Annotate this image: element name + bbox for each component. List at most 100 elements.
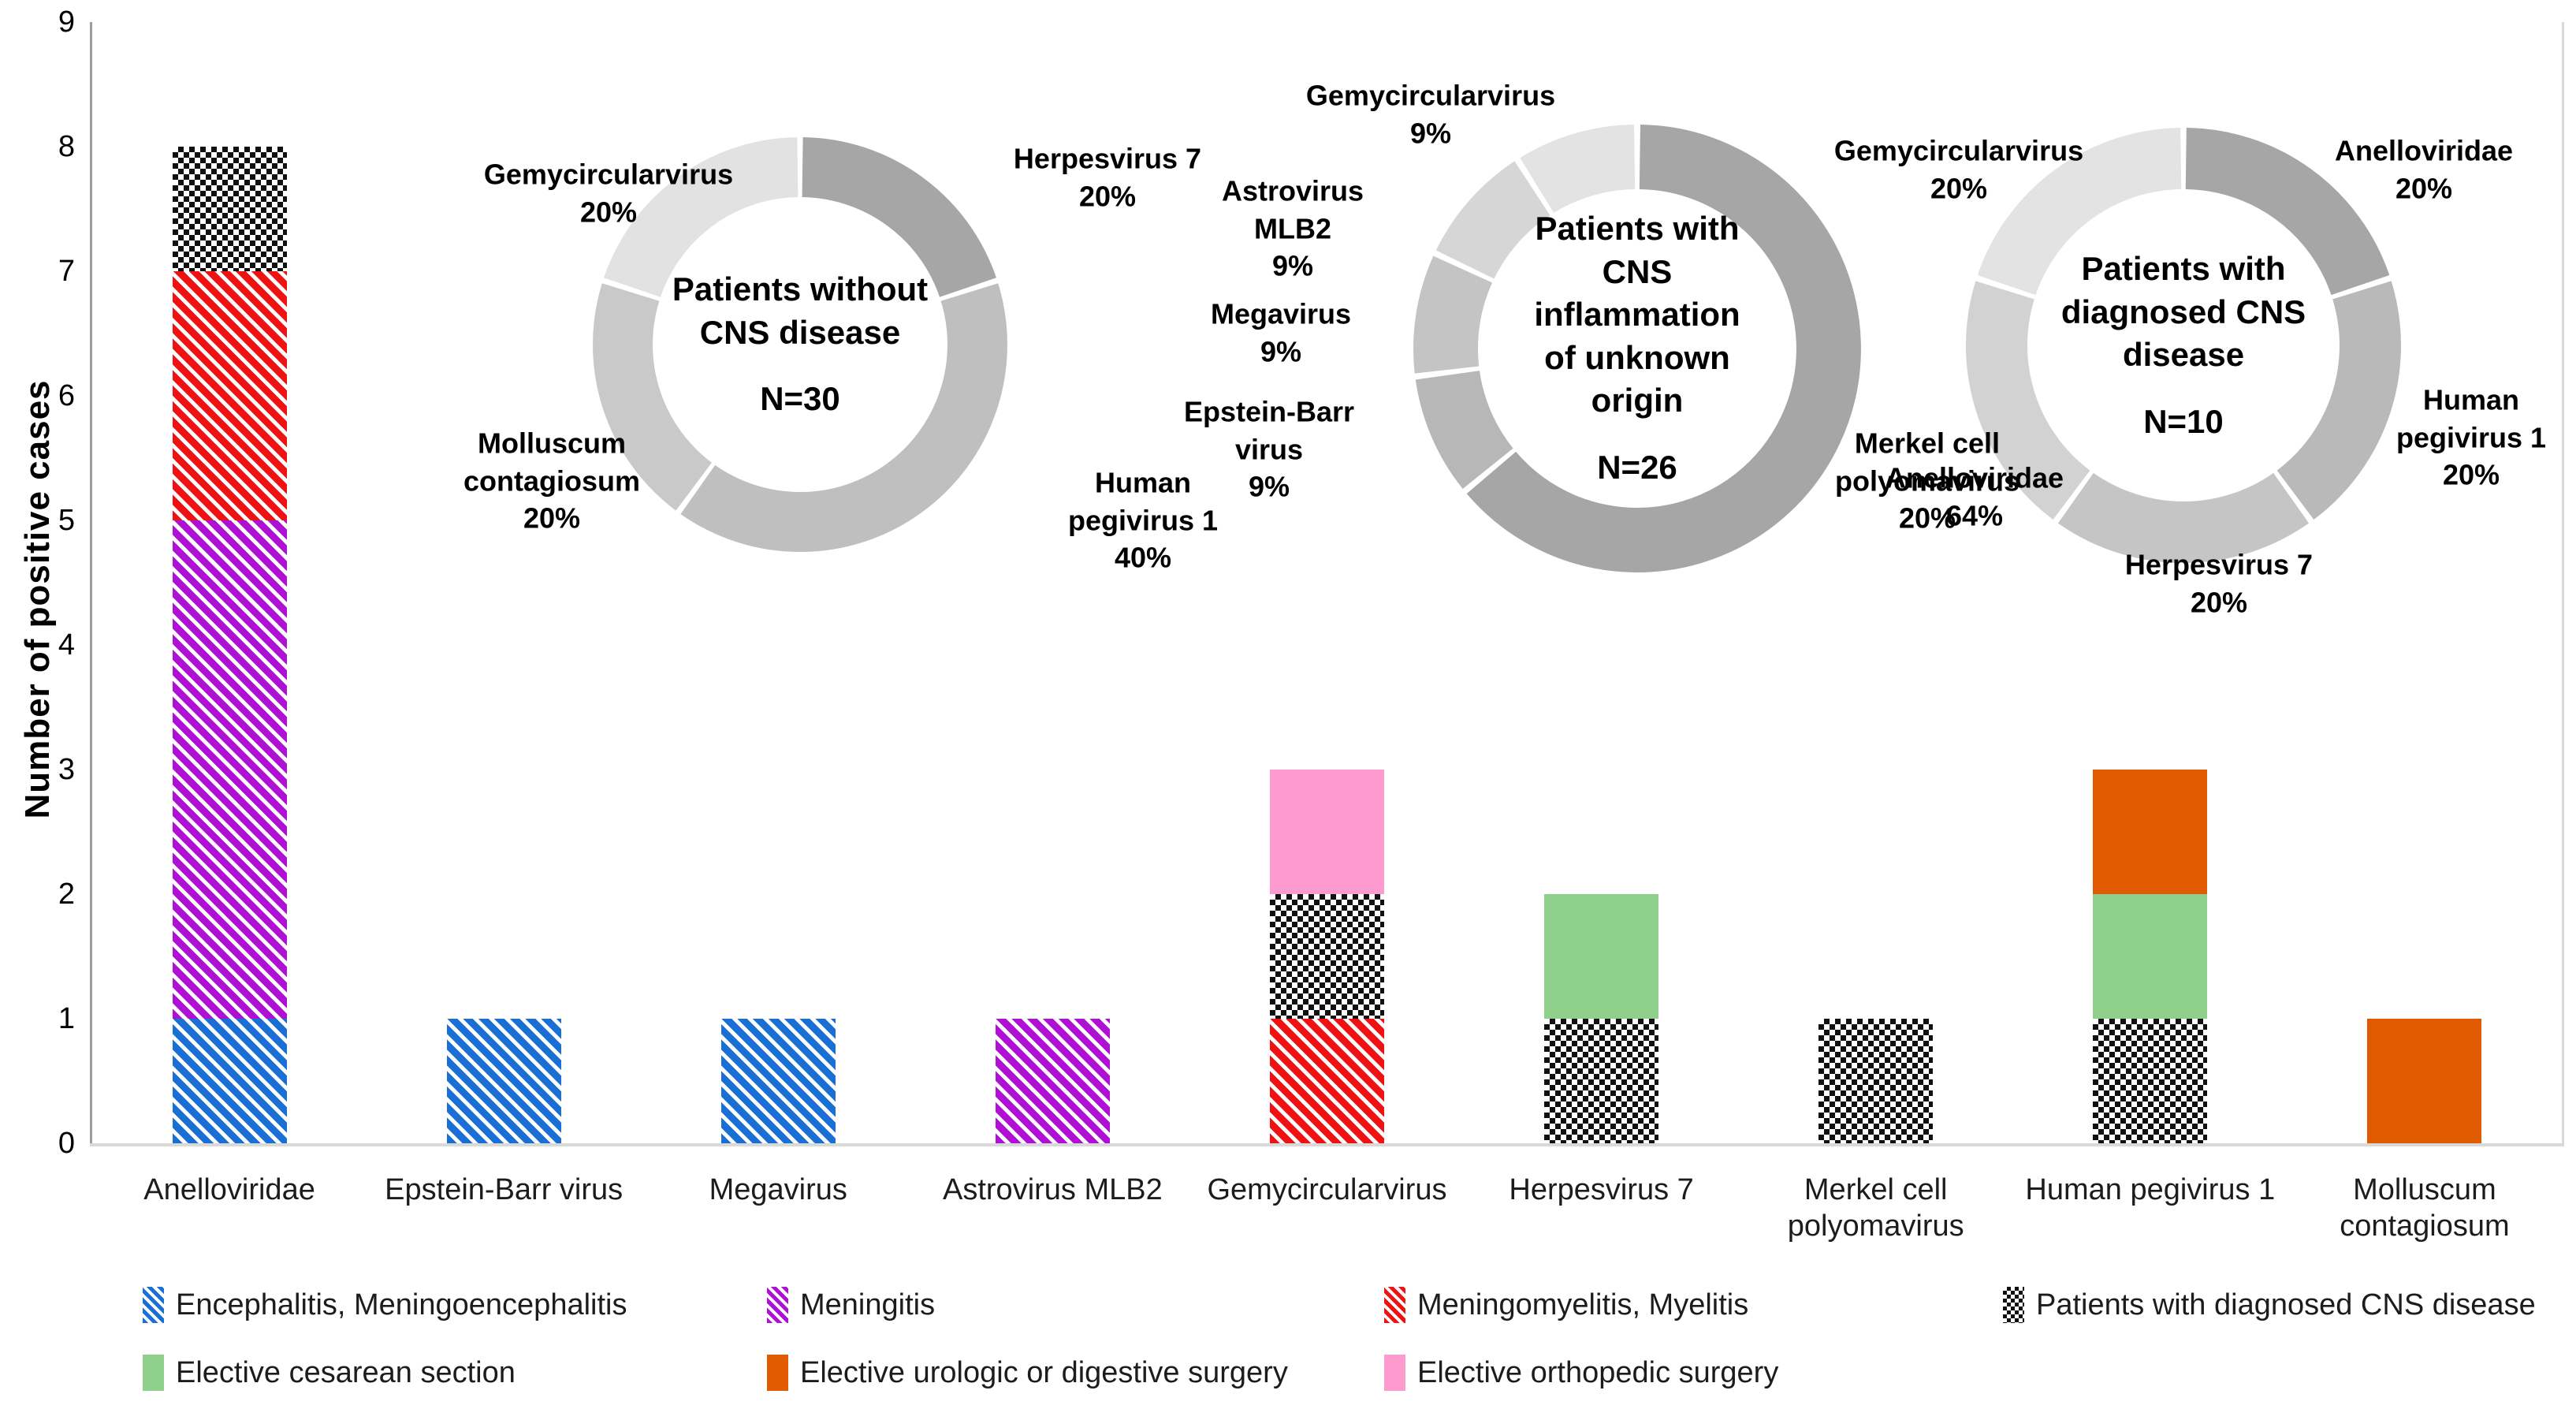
bar-6 (1544, 894, 1659, 1143)
y-tick-label: 1 (58, 1002, 75, 1035)
legend-item: Meningitis (767, 1287, 935, 1323)
legend-item: Elective urologic or digestive surgery (767, 1355, 1288, 1391)
y-tick-label: 8 (58, 130, 75, 163)
donut-slice-label: Anelloviridae 20% (2335, 132, 2513, 207)
legend-item: Encephalitis, Meningoencephalitis (143, 1287, 627, 1323)
donut-slice-label-line: Anelloviridae (1885, 461, 2064, 494)
donut-slice (680, 283, 1007, 552)
bar-2 (446, 1019, 561, 1143)
legend-label: Meningomyelitis, Myelitis (1417, 1288, 1749, 1321)
bar-8 (2093, 770, 2208, 1143)
donut-slice (604, 137, 799, 298)
bar-segment (1544, 894, 1659, 1019)
donut-slice-label-line: 20% (2190, 586, 2248, 618)
legend-swatch-hatch-purple (767, 1287, 788, 1323)
donut-slice-label-line: Herpesvirus 7 (2124, 548, 2314, 581)
donut-slice-label-line: polyomavirus (1834, 464, 2020, 498)
donut-slice-label-line: Herpesvirus 7 (1013, 142, 1202, 175)
donut-slice (1466, 125, 1861, 572)
x-category-label: Megavirus (709, 1173, 847, 1206)
bar-segment (2093, 770, 2208, 894)
donut-center-n: N=30 (760, 380, 840, 418)
donut-slice-label: Epstein-Barr virus 9% (1184, 393, 1354, 506)
bar-5 (1270, 770, 1384, 1143)
legend-label: Patients with diagnosed CNS disease (2036, 1288, 2536, 1321)
legend-label: Meningitis (800, 1288, 936, 1321)
donut-slice-label-line: Anelloviridae (2334, 134, 2514, 167)
y-tick-label: 0 (58, 1127, 75, 1160)
y-tick-label: 5 (58, 504, 75, 537)
donut-slice-label-line: 20% (523, 501, 581, 535)
x-category-label: Herpesvirus 7 (1509, 1173, 1694, 1206)
y-tick-label: 6 (58, 379, 75, 412)
donut-slice-label-line: 20% (579, 196, 638, 228)
legend-swatch-solid-pink (1384, 1355, 1405, 1391)
y-tick-label: 9 (58, 6, 75, 39)
y-tick-label: 7 (58, 255, 75, 288)
plot-right-border (2562, 22, 2564, 1146)
legend-swatch-checker (2003, 1287, 2024, 1323)
legend-swatch-hatch-red (1384, 1287, 1405, 1323)
donut-slice-label: Herpesvirus 7 20% (2125, 546, 2313, 621)
legend-label: Elective orthopedic surgery (1417, 1355, 1779, 1389)
x-category-label: Molluscum contagiosum (2340, 1173, 2510, 1243)
donut-slice-label: Gemycircularvirus 9% (1306, 76, 1555, 151)
donut-slice-label: Gemycircularvirus 20% (1834, 132, 2083, 207)
donut-slice-label-line: 64% (1945, 499, 2004, 531)
donut-slice (1435, 161, 1551, 280)
x-category-label: Merkel cell polyomavirus (1787, 1173, 1964, 1243)
donut-slice-label-line: Gemycircularvirus (1305, 79, 1556, 112)
donut-slice (1977, 128, 2183, 296)
x-category-label: Human pegivirus 1 (2025, 1173, 2276, 1206)
donut-center-title-line: of unknown (1544, 339, 1730, 376)
bar-segment (720, 1019, 836, 1143)
donut-slice-label-line: pegivirus 1 (1067, 504, 1219, 537)
legend-item: Meningomyelitis, Myelitis (1384, 1287, 1748, 1323)
bar-1 (172, 147, 287, 1143)
donut-slice-label-line: pegivirus 1 (2395, 421, 2547, 454)
donut-slice-label-line: Gemycircularvirus (1833, 134, 2084, 167)
donut-slice-label-line: 40% (1114, 541, 1172, 574)
donut-center-title-line: CNS disease (699, 313, 901, 351)
donut-slice-label-line: Epstein-Barr (1183, 395, 1355, 428)
bar-segment (2093, 1019, 2208, 1143)
bar-segment (1270, 770, 1384, 894)
donut-center-title-line: Patients without (672, 270, 929, 308)
donut-slice-label-line: Merkel cell (1854, 427, 2001, 460)
donut-slice (1415, 370, 1514, 489)
bar-segment (172, 147, 287, 271)
donut-center-n: N=26 (1597, 449, 1677, 486)
donut-slice-label-line: 20% (1898, 501, 1956, 535)
x-category-label: Anelloviridae (143, 1173, 315, 1206)
legend-item: Elective orthopedic surgery (1384, 1355, 1778, 1391)
donut-center-n: N=10 (2143, 402, 2224, 440)
legend-label: Elective cesarean section (176, 1355, 516, 1389)
x-category-label: Astrovirus MLB2 (943, 1173, 1163, 1206)
bar-segment (2367, 1019, 2482, 1143)
donut-slice-label-line: 20% (2395, 172, 2453, 204)
donut-center-title-line: Patients with (2081, 249, 2286, 287)
donut-slice-label-line: virus (1234, 433, 1304, 466)
bar-segment (172, 520, 287, 1019)
donut-slice-label-line: Human (1094, 466, 1192, 499)
donut-slice-label-line: 20% (1930, 172, 1988, 204)
donut-slice (801, 137, 996, 298)
bar-segment (1818, 1019, 1934, 1143)
legend-item: Elective cesarean section (143, 1355, 516, 1391)
bar-segment (446, 1019, 561, 1143)
y-tick-label: 4 (58, 628, 75, 662)
donut-slice-label: Human pegivirus 1 40% (1068, 464, 1218, 577)
donut-slice-label-line: 9% (1248, 470, 1290, 503)
x-category-label: Gemycircularvirus (1207, 1173, 1447, 1206)
legend-label: Encephalitis, Meningoencephalitis (176, 1288, 627, 1321)
y-tick-label: 3 (58, 753, 75, 786)
donut-slice-label-line: 9% (1409, 117, 1452, 149)
donut-slice-label-line: Molluscum (477, 427, 627, 460)
bar-segment (2093, 894, 2208, 1019)
